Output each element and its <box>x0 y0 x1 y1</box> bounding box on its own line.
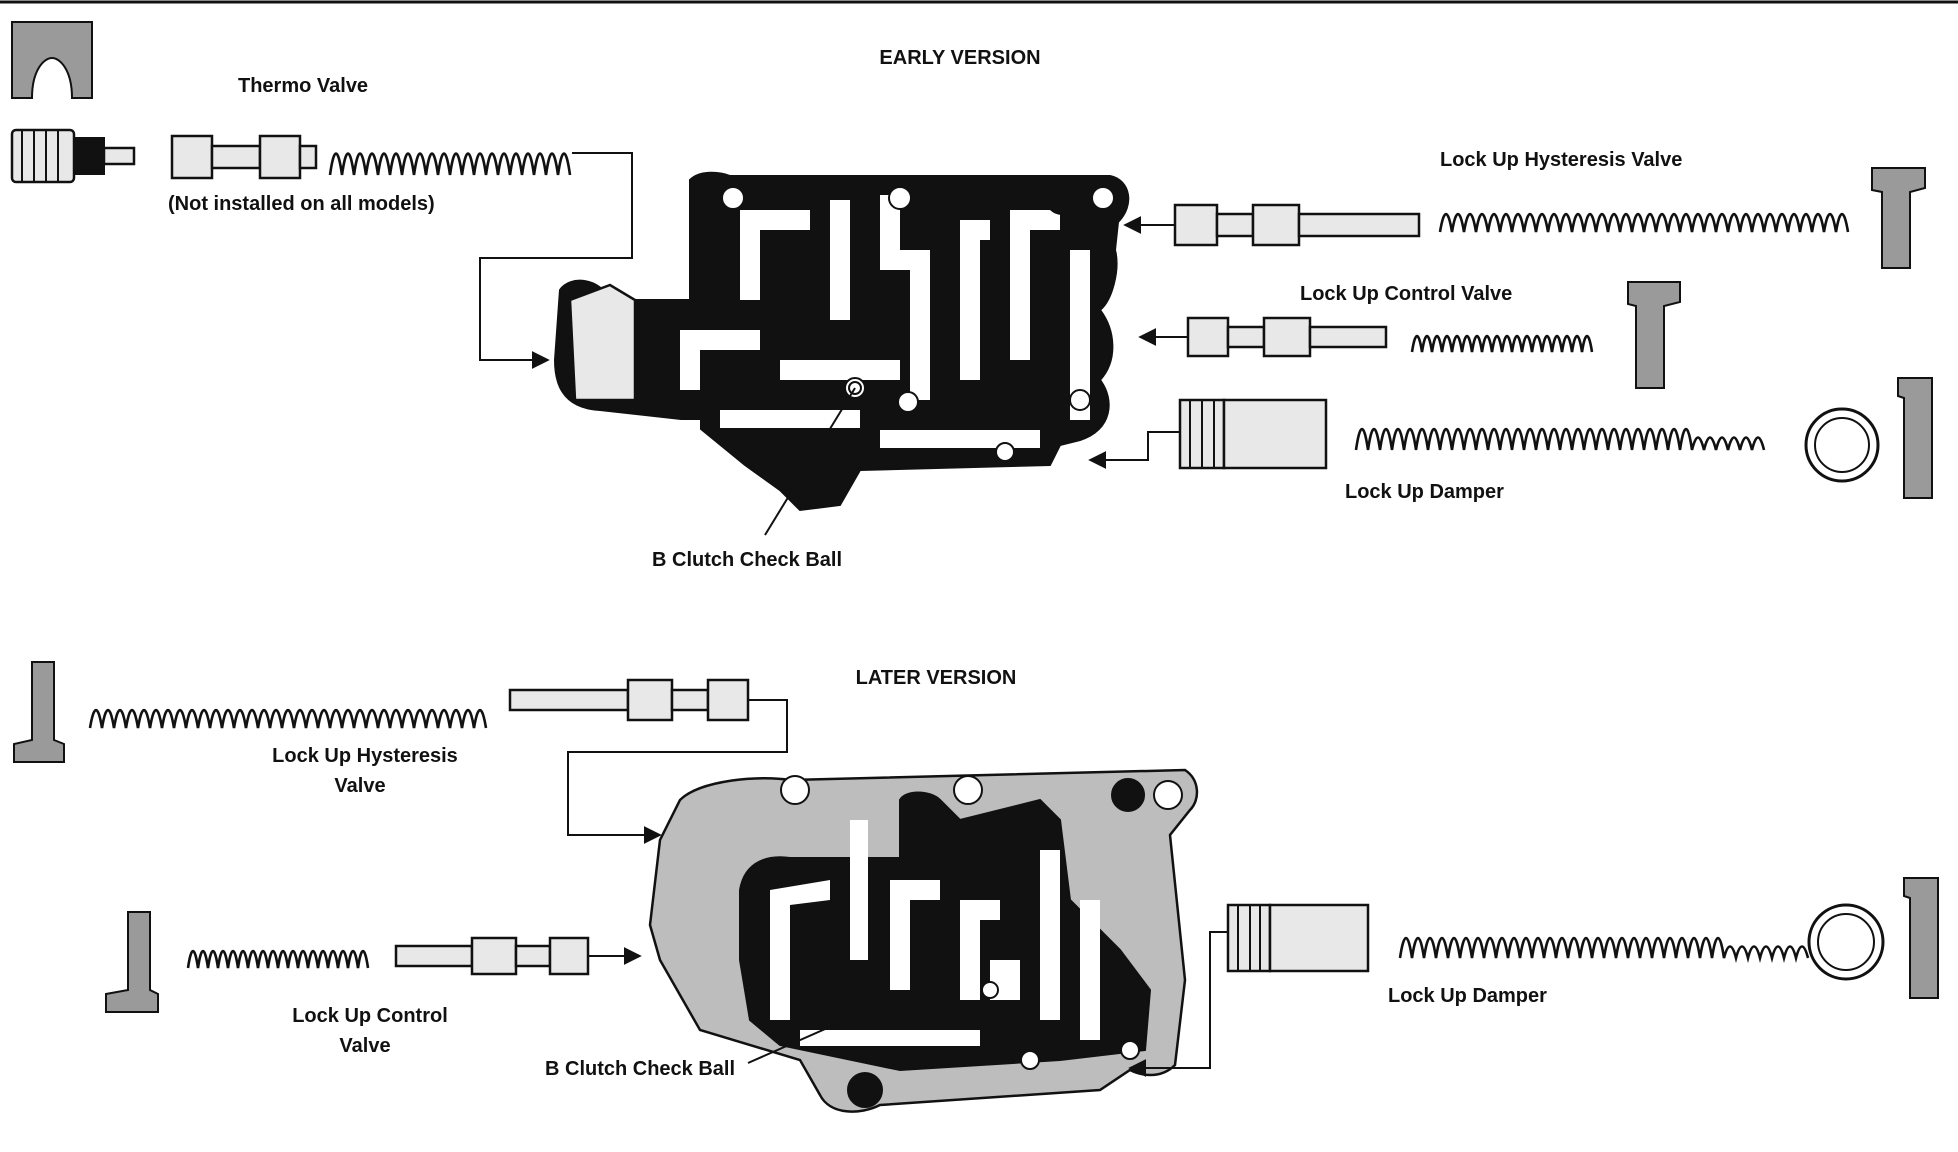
early-hysteresis-spring <box>1438 212 1850 233</box>
early-damper-piston <box>1178 398 1328 470</box>
later-hysteresis-label-line1: Lock Up Hysteresis <box>272 745 458 767</box>
thermo-valve-plug <box>10 128 136 184</box>
later-hysteresis-retainer <box>13 661 65 763</box>
early-version-title: EARLY VERSION <box>879 47 1040 69</box>
later-damper-retainer <box>1903 877 1939 999</box>
early-check-ball-leader <box>764 387 856 536</box>
thermo-valve-label: Thermo Valve <box>238 75 368 97</box>
early-hysteresis-retainer <box>1871 167 1926 269</box>
thermo-valve-spring <box>328 152 572 176</box>
later-hysteresis-valve <box>508 678 750 722</box>
retainer-clip <box>11 21 93 99</box>
later-valve-body <box>648 768 1199 1113</box>
thermo-leader-line <box>479 152 633 369</box>
early-valve-body <box>553 171 1130 512</box>
early-hysteresis-valve <box>1173 203 1421 247</box>
early-damper-leader <box>1088 431 1180 469</box>
thermo-note-label: (Not installed on all models) <box>168 193 435 215</box>
early-damper-spring <box>1354 427 1766 451</box>
early-damper-retainer <box>1897 377 1933 499</box>
later-hysteresis-spring <box>88 708 488 729</box>
early-control-label: Lock Up Control Valve <box>1300 283 1512 305</box>
early-damper-label: Lock Up Damper <box>1345 481 1504 503</box>
early-check-ball-label: B Clutch Check Ball <box>652 549 842 571</box>
thermo-valve-spool <box>170 134 318 180</box>
later-hysteresis-leader <box>567 699 788 844</box>
later-version-group: LATER VERSION Lock Up Hysteresis Valve <box>13 661 1939 1113</box>
later-control-spring <box>186 949 370 969</box>
early-version-group: EARLY VERSION Thermo Valve (Not installe… <box>10 21 1933 571</box>
later-version-title: LATER VERSION <box>856 667 1017 689</box>
early-control-valve <box>1186 316 1388 358</box>
early-hysteresis-label: Lock Up Hysteresis Valve <box>1440 149 1682 171</box>
later-damper-label: Lock Up Damper <box>1388 985 1547 1007</box>
later-control-label-line1: Lock Up Control <box>292 1005 448 1027</box>
early-control-retainer <box>1627 281 1681 389</box>
later-control-label-line2: Valve <box>339 1035 390 1057</box>
later-damper-spring <box>1398 936 1810 964</box>
later-damper-leader <box>1128 931 1228 1077</box>
later-control-retainer <box>105 911 159 1013</box>
early-control-spring <box>1410 334 1594 353</box>
later-damper-ring-inner <box>1817 913 1875 971</box>
later-hysteresis-label-line2: Valve <box>334 775 385 797</box>
later-check-ball-label: B Clutch Check Ball <box>545 1058 735 1080</box>
early-damper-ring-inner <box>1814 417 1870 473</box>
later-check-ball-leader <box>747 984 926 1064</box>
later-damper-piston <box>1226 903 1370 973</box>
later-control-valve <box>394 936 590 976</box>
